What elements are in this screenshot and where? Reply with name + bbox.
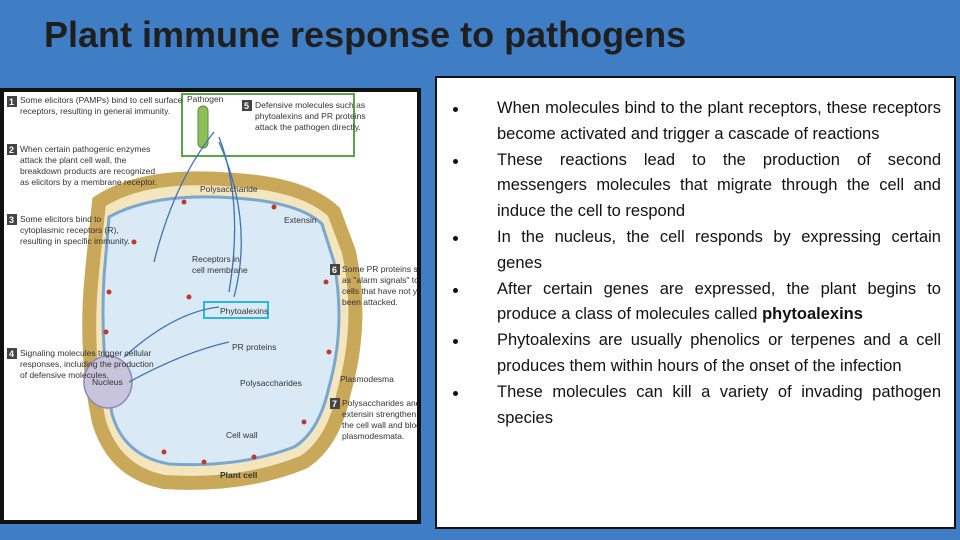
svg-text:cytoplasmic receptors (R),: cytoplasmic receptors (R),	[20, 225, 119, 235]
title-bar: Plant immune response to pathogens	[0, 0, 960, 72]
svg-text:as elicitors by a membrane rec: as elicitors by a membrane receptor.	[20, 177, 157, 187]
svg-text:attack the plant cell wall, th: attack the plant cell wall, the	[20, 155, 127, 165]
bullet-item-4: After certain genes are expressed, the p…	[453, 277, 941, 329]
slide-title: Plant immune response to pathogens	[44, 14, 687, 55]
svg-text:cells that have not yet: cells that have not yet	[342, 286, 417, 296]
bullet-dot	[453, 235, 458, 241]
svg-text:3: 3	[9, 215, 14, 225]
svg-text:When certain pathogenic enzyme: When certain pathogenic enzymes	[20, 144, 150, 154]
bullet-dot	[453, 158, 458, 164]
plant-immune-diagram: 1 Some elicitors (PAMPs) bind to cell su…	[4, 92, 417, 520]
label-receptors-1: Receptors in	[192, 254, 240, 264]
diagram-svg: 1 Some elicitors (PAMPs) bind to cell su…	[7, 93, 417, 490]
step-5: 5 Defensive molecules such as phytoalexi…	[242, 100, 366, 132]
label-cell-wall: Cell wall	[226, 430, 258, 440]
svg-text:Signaling molecules trigger ce: Signaling molecules trigger cellular	[20, 348, 152, 358]
svg-text:2: 2	[9, 145, 14, 155]
bullet-item-5: Phytoalexins are usually phenolics or te…	[453, 328, 941, 380]
figure-frame: 1 Some elicitors (PAMPs) bind to cell su…	[0, 88, 421, 524]
svg-text:plasmodesmata.: plasmodesmata.	[342, 431, 404, 441]
step-1: 1 Some elicitors (PAMPs) bind to cell su…	[7, 95, 183, 116]
bullet-dot	[453, 107, 458, 112]
label-plant-cell: Plant cell	[220, 470, 257, 480]
label-pathogen: Pathogen	[187, 94, 224, 104]
arrow-3	[123, 306, 220, 358]
svg-text:been attacked.: been attacked.	[342, 297, 398, 307]
arrow-1	[153, 131, 215, 263]
receptor-dots	[103, 199, 332, 465]
svg-text:as "alarm signals" to: as "alarm signals" to	[342, 275, 417, 285]
label-polysaccharides-bottom: Polysaccharides	[240, 378, 302, 388]
label-polysaccharide-top: Polysaccharide	[200, 184, 258, 194]
label-phytoalexins: Phytoalexins	[220, 306, 268, 316]
label-extensin: Extensin	[284, 215, 317, 225]
cell-membrane	[101, 195, 341, 467]
svg-text:attack the pathogen directly.: attack the pathogen directly.	[255, 122, 361, 132]
label-pr-proteins: PR proteins	[232, 342, 276, 352]
arrow-2	[218, 136, 236, 293]
svg-text:5: 5	[244, 101, 249, 111]
bullet-item-1: When molecules bind to the plant recepto…	[453, 96, 941, 148]
arrow-5	[218, 141, 242, 298]
svg-text:phytoalexins and PR proteins: phytoalexins and PR proteins	[255, 111, 366, 121]
svg-text:7: 7	[332, 399, 337, 409]
svg-text:Polysaccharides and: Polysaccharides and	[342, 398, 417, 408]
svg-text:6: 6	[332, 265, 337, 275]
svg-text:Defensive molecules such as: Defensive molecules such as	[255, 100, 365, 110]
bullet-text-panel: When molecules bind to the plant recepto…	[435, 76, 956, 529]
label-nucleus: Nucleus	[92, 377, 123, 387]
label-plasmodesma: Plasmodesma	[340, 374, 394, 384]
pathogen-highlight-box	[181, 93, 355, 157]
step-7: 7 Polysaccharides and extensin strengthe…	[330, 398, 417, 441]
svg-text:receptors, resulting in genera: receptors, resulting in general immunity…	[20, 106, 170, 116]
step-2: 2 When certain pathogenic enzymes attack…	[7, 144, 157, 187]
svg-text:responses, including the produ: responses, including the production	[20, 359, 154, 369]
svg-text:Some elicitors (PAMPs) bind to: Some elicitors (PAMPs) bind to cell surf…	[20, 95, 183, 105]
svg-text:breakdown products are recogni: breakdown products are recognized	[20, 166, 155, 176]
svg-text:4: 4	[9, 349, 14, 359]
bullet-dot	[453, 390, 458, 396]
svg-text:the cell wall and block: the cell wall and block	[342, 420, 417, 430]
svg-text:of defensive molecules.: of defensive molecules.	[20, 370, 109, 380]
label-receptors-2: cell membrane	[192, 265, 248, 275]
nucleus-shape	[83, 355, 133, 409]
bullet-item-3: In the nucleus, the cell responds by exp…	[453, 225, 941, 277]
svg-text:Some elicitors bind to: Some elicitors bind to	[20, 214, 102, 224]
svg-text:extensin strengthen: extensin strengthen	[342, 409, 416, 419]
step-6: 6 Some PR proteins serve as "alarm signa…	[330, 264, 417, 307]
bullet-item-6: These molecules can kill a variety of in…	[453, 380, 941, 432]
bullet-item-2: These reactions lead to the production o…	[453, 148, 941, 225]
bullet-list: When molecules bind to the plant recepto…	[453, 96, 941, 431]
arrow-4	[128, 341, 230, 383]
svg-text:resulting in specific immunity: resulting in specific immunity.	[20, 236, 130, 246]
step-4: 4 Signaling molecules trigger cellular r…	[7, 348, 154, 380]
phytoalexins-term: phytoalexins	[762, 305, 863, 324]
bullet-dot	[453, 339, 458, 345]
step-3: 3 Some elicitors bind to cytoplasmic rec…	[7, 214, 130, 246]
bullet-dot	[453, 287, 458, 293]
svg-text:Some PR proteins serve: Some PR proteins serve	[342, 264, 417, 274]
svg-text:1: 1	[9, 97, 14, 107]
